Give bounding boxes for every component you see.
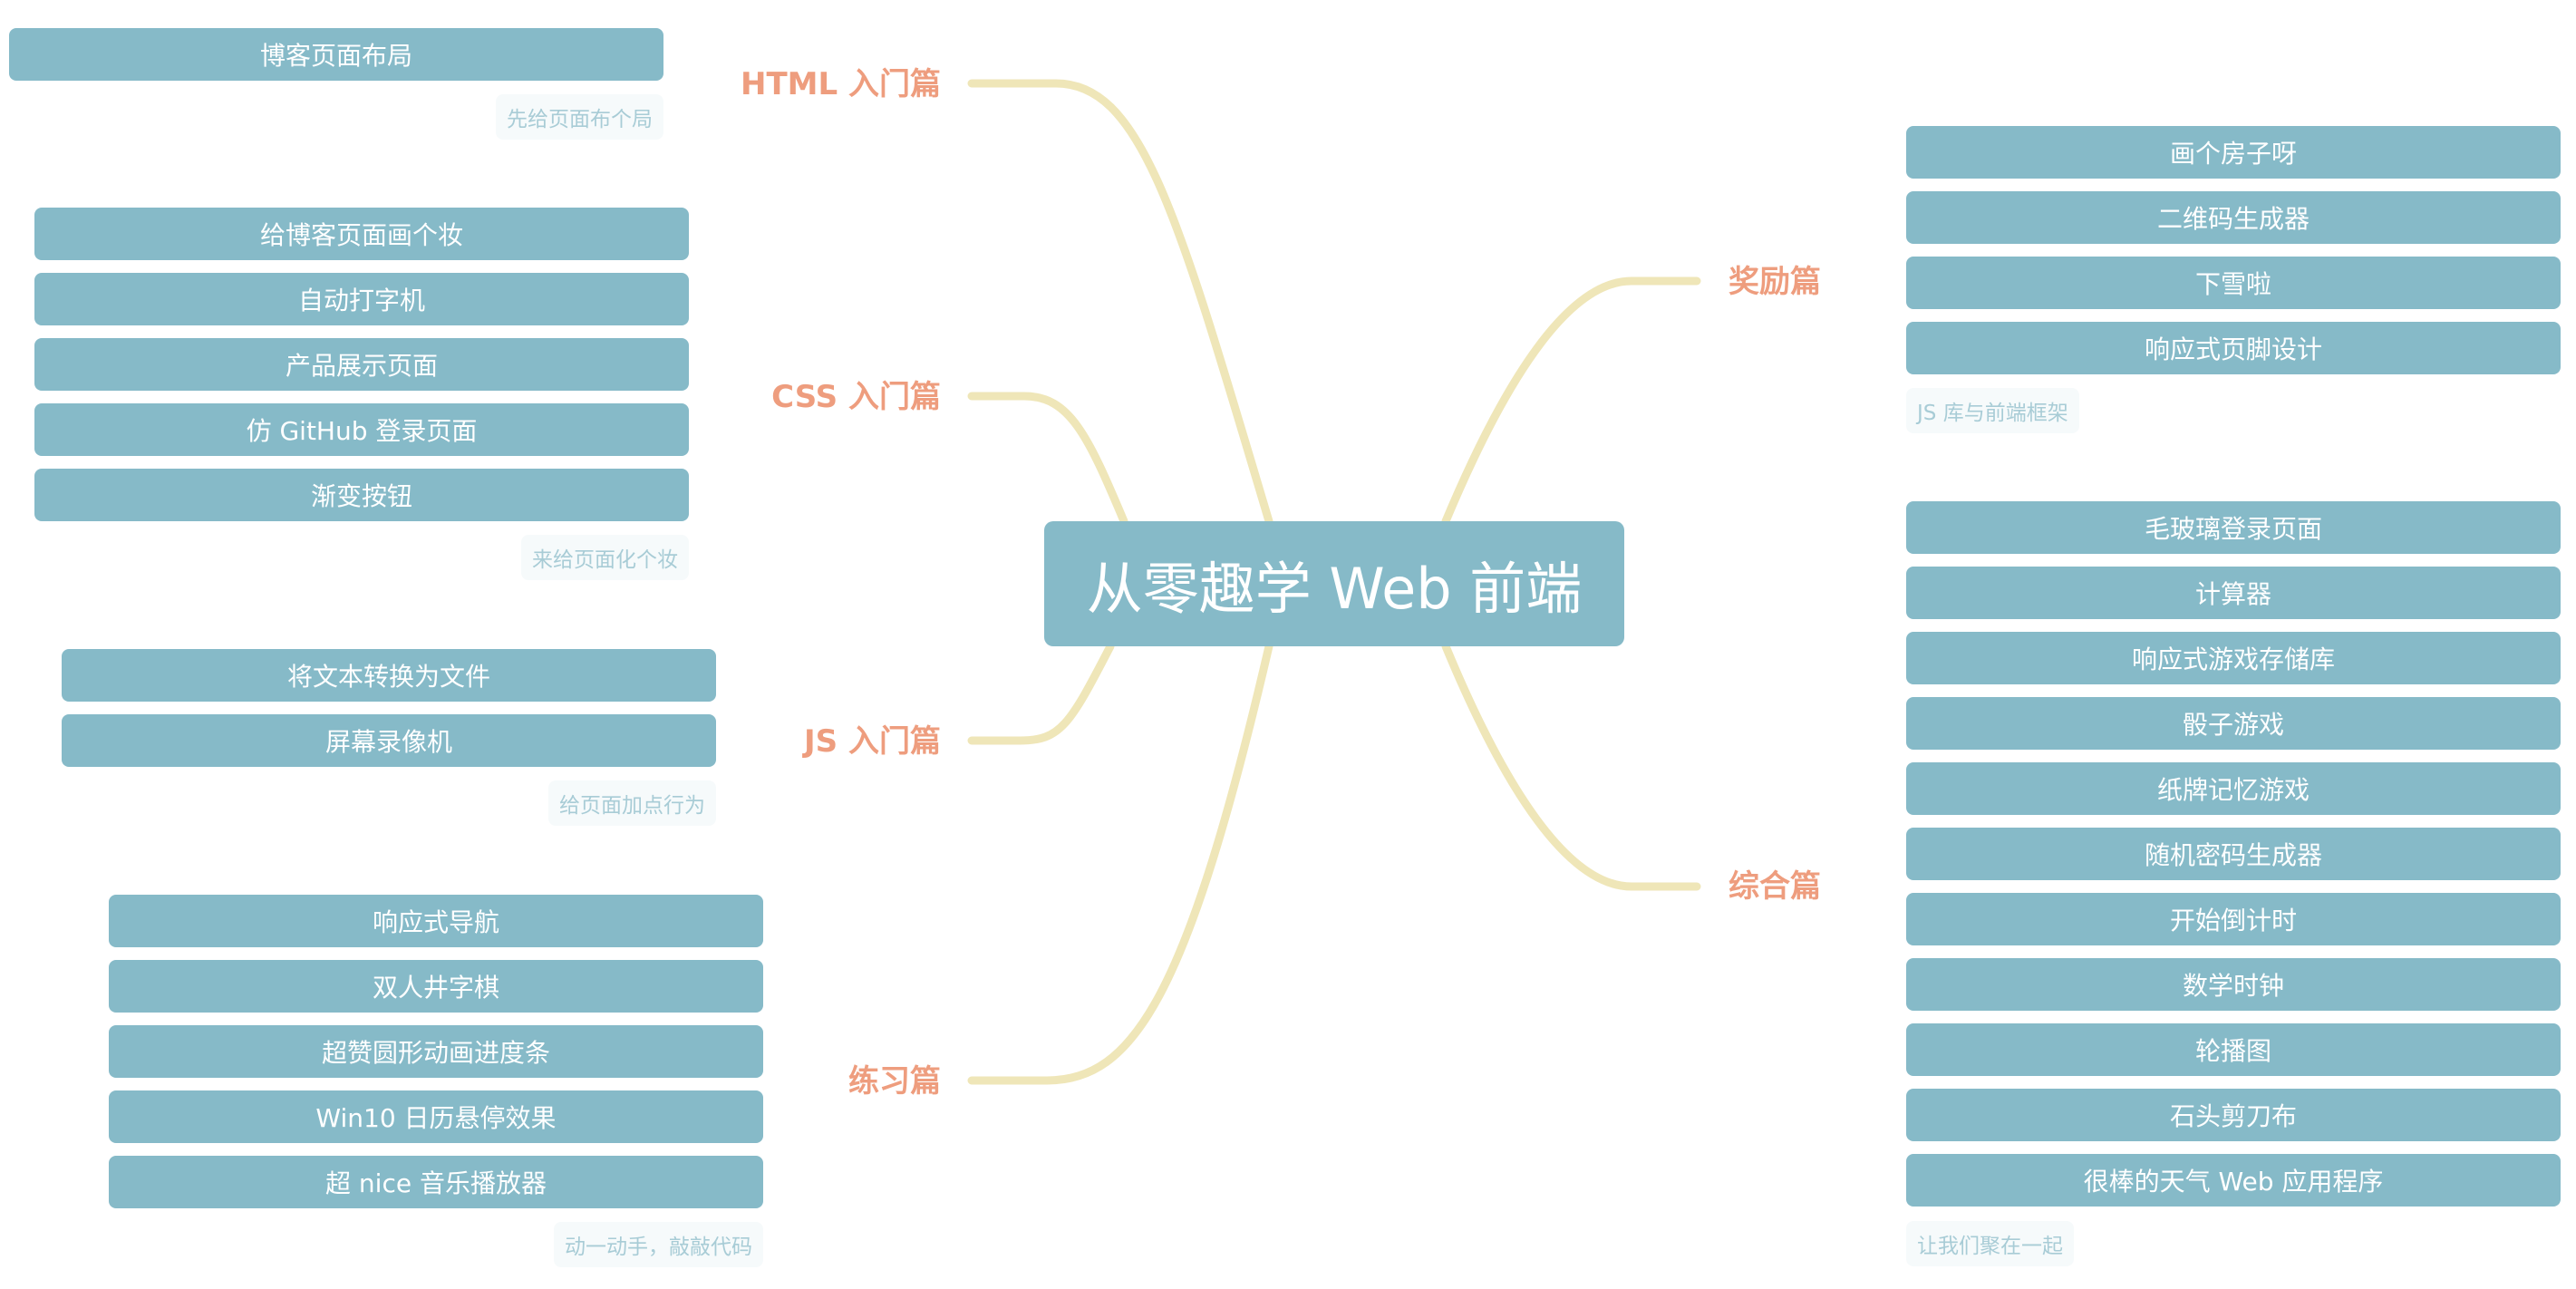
node-practice-3[interactable]: Win10 日历悬停效果 bbox=[109, 1090, 763, 1143]
node-comprehensive-8[interactable]: 轮播图 bbox=[1906, 1023, 2561, 1076]
node-bonus-3[interactable]: 响应式页脚设计 bbox=[1906, 322, 2561, 374]
branch-js-label[interactable]: JS 入门篇 bbox=[804, 723, 941, 760]
branch-html-label[interactable]: HTML 入门篇 bbox=[741, 66, 941, 102]
note-html: 先给页面布个局 bbox=[496, 94, 663, 140]
connector-js bbox=[967, 642, 1115, 745]
node-comprehensive-3[interactable]: 骰子游戏 bbox=[1906, 697, 2561, 750]
note-css: 来给页面化个妆 bbox=[521, 535, 689, 580]
branch-css-label[interactable]: CSS 入门篇 bbox=[771, 379, 941, 415]
node-practice-4[interactable]: 超 nice 音乐播放器 bbox=[109, 1156, 763, 1208]
node-bonus-2[interactable]: 下雪啦 bbox=[1906, 257, 2561, 309]
branch-comprehensive-label[interactable]: 综合篇 bbox=[1729, 868, 1821, 905]
central-topic[interactable]: 从零趣学 Web 前端 bbox=[1044, 521, 1624, 646]
node-css-0[interactable]: 给博客页面画个妆 bbox=[34, 208, 689, 260]
connector-comprehensive bbox=[1441, 642, 1701, 891]
node-comprehensive-2[interactable]: 响应式游戏存储库 bbox=[1906, 632, 2561, 684]
note-bonus: JS 库与前端框架 bbox=[1906, 388, 2079, 433]
node-comprehensive-1[interactable]: 计算器 bbox=[1906, 567, 2561, 619]
branch-bonus-label[interactable]: 奖励篇 bbox=[1729, 264, 1821, 300]
node-css-4[interactable]: 渐变按钮 bbox=[34, 469, 689, 521]
note-js: 给页面加点行为 bbox=[548, 780, 716, 826]
connector-html bbox=[967, 79, 1273, 526]
connector-bonus bbox=[1441, 276, 1701, 526]
node-comprehensive-7[interactable]: 数学时钟 bbox=[1906, 958, 2561, 1011]
node-js-1[interactable]: 屏幕录像机 bbox=[62, 714, 716, 767]
node-comprehensive-10[interactable]: 很棒的天气 Web 应用程序 bbox=[1906, 1154, 2561, 1207]
note-practice: 动一动手，敲敲代码 bbox=[554, 1222, 763, 1267]
node-practice-2[interactable]: 超赞圆形动画进度条 bbox=[109, 1025, 763, 1078]
node-comprehensive-9[interactable]: 石头剪刀布 bbox=[1906, 1089, 2561, 1141]
node-bonus-0[interactable]: 画个房子呀 bbox=[1906, 126, 2561, 179]
node-practice-0[interactable]: 响应式导航 bbox=[109, 895, 763, 947]
note-comprehensive: 让我们聚在一起 bbox=[1906, 1221, 2074, 1266]
node-html-0[interactable]: 博客页面布局 bbox=[9, 28, 663, 81]
branch-practice-label[interactable]: 练习篇 bbox=[848, 1063, 941, 1100]
node-js-0[interactable]: 将文本转换为文件 bbox=[62, 649, 716, 702]
node-comprehensive-6[interactable]: 开始倒计时 bbox=[1906, 893, 2561, 945]
node-comprehensive-5[interactable]: 随机密码生成器 bbox=[1906, 828, 2561, 880]
node-css-3[interactable]: 仿 GitHub 登录页面 bbox=[34, 403, 689, 456]
node-comprehensive-4[interactable]: 纸牌记忆游戏 bbox=[1906, 762, 2561, 815]
connector-css bbox=[967, 392, 1128, 526]
connector-practice bbox=[967, 642, 1273, 1085]
node-css-1[interactable]: 自动打字机 bbox=[34, 273, 689, 325]
node-practice-1[interactable]: 双人井字棋 bbox=[109, 960, 763, 1013]
node-css-2[interactable]: 产品展示页面 bbox=[34, 338, 689, 391]
node-bonus-1[interactable]: 二维码生成器 bbox=[1906, 191, 2561, 244]
node-comprehensive-0[interactable]: 毛玻璃登录页面 bbox=[1906, 501, 2561, 554]
